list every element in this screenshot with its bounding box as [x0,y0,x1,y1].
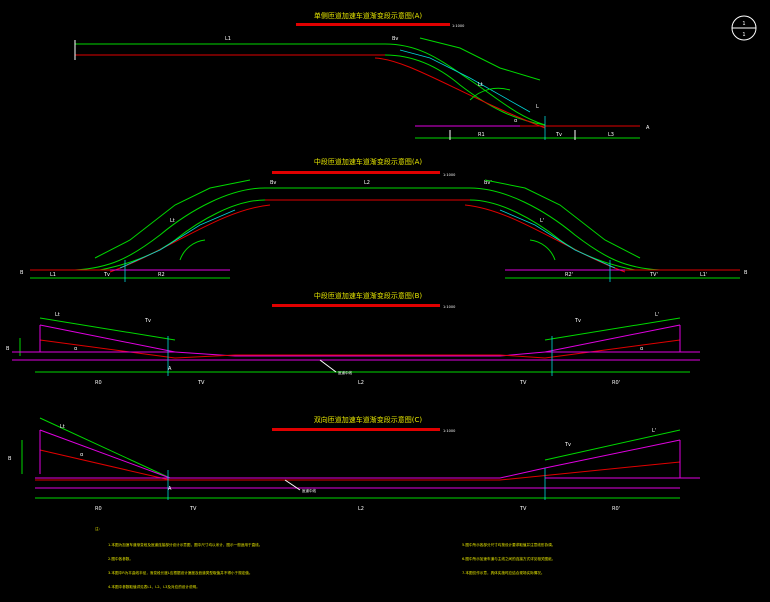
section-2-label-Lt: Lt [170,218,175,224]
section-3-title: 中段匝道加速车道渐变段示意图(B) [314,291,423,300]
section-1-construction-line [399,49,531,113]
section-2-label-Tv: Tv [103,272,110,278]
section-3-right-ramp-edge [544,324,681,353]
section-2-title: 中段匝道加速车道渐变段示意图(A) [314,157,423,166]
section-1-label-Bv: Bv [392,36,398,42]
note-left-4: 4.本图中参数取值详见表L1、L2、L3及对应的设计说明。 [108,584,200,589]
section-3-label-L2: L2 [358,380,364,386]
section-4-callout: 匝道中线 [302,488,316,493]
section-2-label-Lprime: L' [540,218,544,224]
section-4-label-Tv: Tv [564,442,571,448]
section-1-label-alpha: α [514,118,518,124]
section-4-left-ramp-centerline [39,449,171,481]
section-4-right-ramp-edge [544,439,681,469]
note-right-2: 6.图中所示加速车道与主线之间的连接方式详见相关图纸。 [462,556,555,561]
section-3-label-B: B [6,346,10,352]
section-4-diagram: 双向匝道加速车道渐变段示意图(C) 1:1000 Lt α B R0 TV A … [8,415,700,512]
section-3-scale: 1:1000 [443,305,455,309]
section-2-label-Bv: Bv [270,180,276,186]
section-1-label-Tv: Tv [555,132,562,138]
section-2-label-L1prime: L1' [700,272,707,278]
section-1-label-A: A [646,125,650,131]
section-3-label-TV: TV [197,380,205,386]
section-4-label-A: A [168,486,172,492]
section-1-dim-line [419,37,541,81]
section-3-label-Tv-right: Tv [574,318,581,324]
section-1-label-R1: R1 [478,132,485,138]
section-2-label-TVprime: TV' [649,272,658,278]
section-4-title-bar [272,428,440,431]
section-3-label-alpha: α [74,346,78,352]
section-2-label-R2: R2 [158,272,165,278]
section-1-ramp-inner [384,54,546,126]
section-4-left-ramp-edge [39,429,171,479]
section-3-left-ramp-edge [39,324,176,353]
section-3-label-Lt: Lt [55,312,60,318]
note-right-1: 5.图中所示各部分尺寸均按设计要求取值并注意线形协调。 [462,542,555,547]
section-4-label-Lprime: L' [652,428,656,434]
section-4-label-alpha: α [80,452,84,458]
note-left-2: 2.图中各参数。 [108,556,133,561]
section-2-scale: 1:1000 [443,173,455,177]
section-4-label-R0: R0 [95,506,102,512]
section-3-left-dim-line [39,317,176,341]
section-4-label-L2: L2 [358,506,364,512]
notes-block: 注: 1.本图为加速车道渐变段及匝道连接部分设计示意图，图中尺寸均以米计，图示一… [95,526,555,589]
section-2-label-L2: L2 [364,180,370,186]
section-3-right-ramp-centerline [544,339,681,359]
section-1-label-Lt: Lt [478,82,483,88]
section-4-label-TV: TV [189,506,197,512]
section-3-title-bar [272,304,440,307]
section-2-label-L1: L1 [50,272,56,278]
section-1-label-L: L [536,104,539,110]
section-2-title-bar [272,171,440,174]
note-right-3: 7.本图仅作示意，具体实施时应结合现场实际情况。 [462,570,545,575]
section-4-title: 双向匝道加速车道渐变段示意图(C) [314,415,423,424]
section-3-diagram: 中段匝道加速车道渐变段示意图(B) 1:1000 Lt Tv α B R0 TV… [6,291,700,386]
section-2-label-R2prime: R2' [565,272,573,278]
section-1-title-bar [296,23,450,26]
symbol-top-number: 1 [742,21,745,27]
section-1-ramp-outer [384,43,546,126]
section-3-label-R0: R0 [95,380,102,386]
section-4-right-ramp-centerline [499,461,681,481]
section-2-label-Bvprime: Bv' [484,180,492,186]
section-3-label-A: A [168,366,172,372]
section-4-scale: 1:1000 [443,429,455,433]
section-4-label-B: B [8,456,12,462]
section-2-diagram: 中段匝道加速车道渐变段示意图(A) 1:1000 L2 Bv Bv' L1 Tv… [20,157,748,282]
section-4-label-Lt: Lt [60,424,65,430]
section-4-label-TV-right: TV [519,506,527,512]
section-3-label-Lprime: L' [655,312,659,318]
section-3-callout: 匝道中线 [338,370,352,375]
section-3-right-dim-line [544,317,681,341]
note-left-3: 3.本图中R为平曲线半径，渐变段长度L应根据设计速度及匝道类型取值并不得小于规定… [108,570,253,575]
section-1-diagram: 单侧匝道加速车道渐变段示意图(A) 1:1000 L1 Bv R1 Tv L3 … [74,11,650,140]
section-1-title: 单侧匝道加速车道渐变段示意图(A) [314,11,423,20]
section-3-label-alpha-right: α [640,346,644,352]
section-2-right-ramp-outer [469,187,661,271]
section-3-left-ramp-centerline [39,339,176,359]
symbol-bottom-number: 1 [742,32,745,38]
section-3-label-R0prime: R0' [612,380,620,386]
section-1-ramp-centerline [374,57,546,129]
section-2-label-right-B: B [744,270,748,276]
section-1-label-L3: L3 [608,132,614,138]
note-left-1: 1.本图为加速车道渐变段及匝道连接部分设计示意图，图中尺寸均以米计，图示一般适用… [108,542,262,547]
notes-header: 注: [95,526,100,531]
section-1-label-L1: L1 [225,36,231,42]
section-symbol: 1 1 [731,15,757,41]
section-2-left-ramp-outer [74,187,266,271]
section-4-right-dim-line [544,429,681,461]
section-4-left-dim-line [39,417,171,479]
section-2-label-left-B: B [20,270,24,276]
section-1-scale: 1:1000 [452,24,464,28]
section-3-label-Tv: Tv [144,318,151,324]
section-4-label-R0prime: R0' [612,506,620,512]
section-3-label-TV-right: TV [519,380,527,386]
